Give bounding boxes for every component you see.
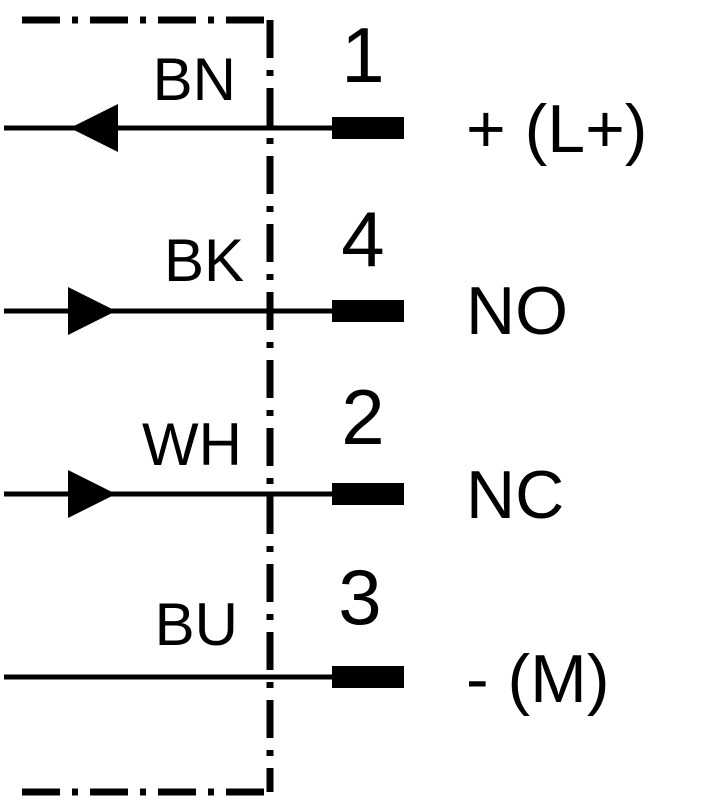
pin-function: NC <box>466 457 564 533</box>
wire-row-bu: BU 3 - (M) <box>4 553 609 717</box>
arrow-left-icon <box>70 104 118 152</box>
wire-color-code: BU <box>155 591 238 658</box>
wire-color-code: BN <box>153 46 236 113</box>
terminal-pin <box>332 300 404 322</box>
housing-boundary <box>22 16 274 796</box>
terminal-pin <box>332 117 404 139</box>
pin-function: - (M) <box>466 641 609 717</box>
wire-row-bn: BN 1 + (L+) <box>4 11 647 167</box>
arrow-right-icon <box>68 470 116 518</box>
arrow-right-icon <box>68 287 116 335</box>
pin-number: 2 <box>341 373 384 461</box>
pin-number: 4 <box>341 195 384 283</box>
pin-function: + (L+) <box>466 91 647 167</box>
pin-function: NO <box>466 273 568 349</box>
pin-number: 3 <box>338 553 381 641</box>
terminal-pin <box>332 666 404 688</box>
wire-color-code: WH <box>142 411 242 478</box>
wire-color-code: BK <box>164 227 244 294</box>
wire-row-wh: WH 2 NC <box>4 373 564 533</box>
pin-number: 1 <box>341 11 384 99</box>
terminal-pin <box>332 483 404 505</box>
wire-row-bk: BK 4 NO <box>4 195 568 349</box>
